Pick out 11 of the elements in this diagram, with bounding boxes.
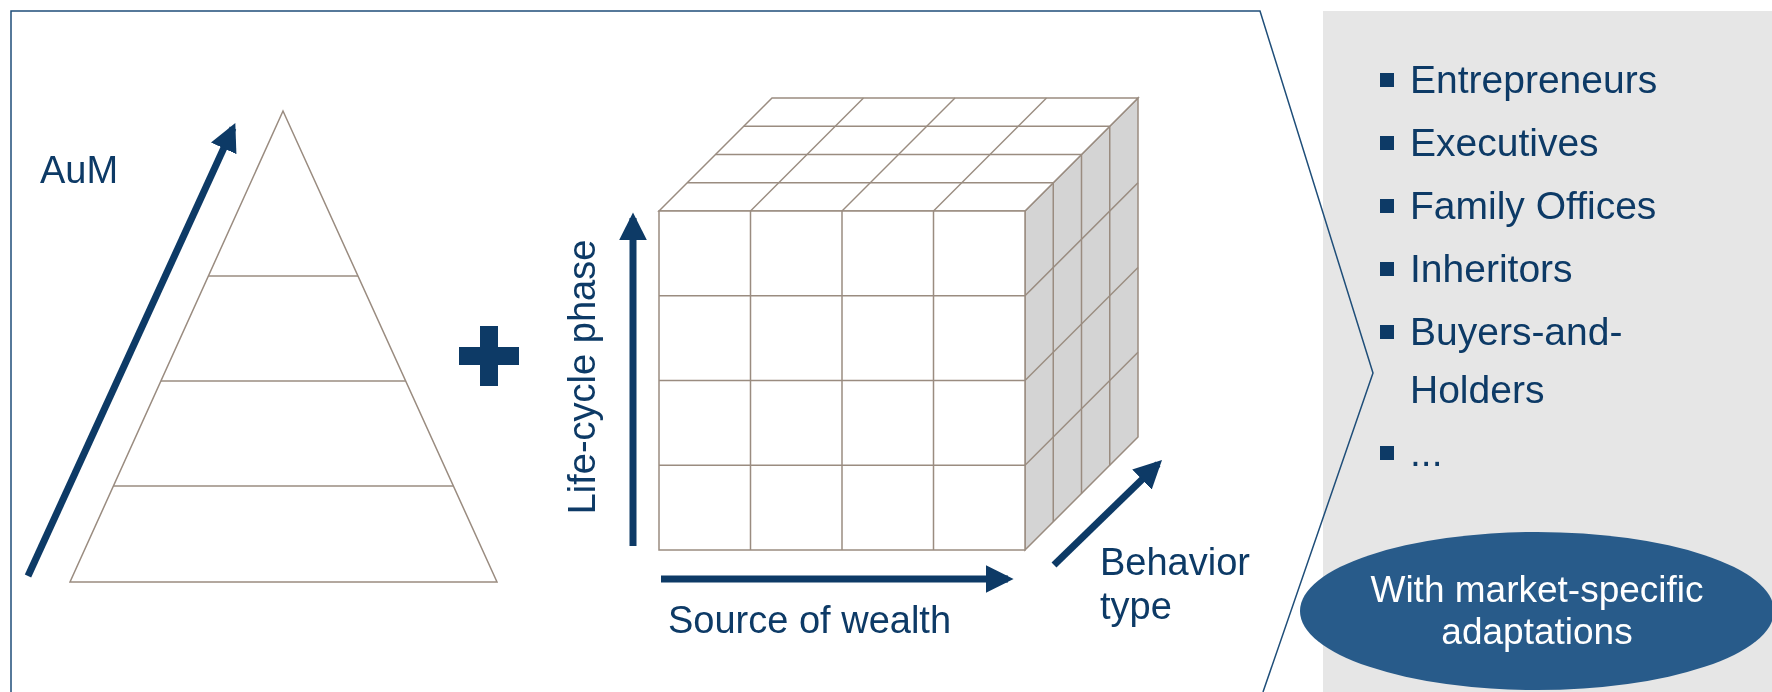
list-item: Inheritors bbox=[1410, 246, 1574, 292]
axis-label: Source of wealth bbox=[668, 598, 952, 642]
axis-label: Life-cycle phase bbox=[560, 239, 604, 515]
list-item: ... bbox=[1410, 430, 1444, 476]
list-item: Buyers-and-Holders bbox=[1410, 309, 1624, 413]
list-item: Entrepreneurs bbox=[1410, 57, 1659, 103]
list-item: Executives bbox=[1410, 120, 1600, 166]
axis-label: Behavior type bbox=[1100, 540, 1251, 628]
axis-label: AuM bbox=[40, 148, 119, 192]
badge-text: With market-specific adaptations bbox=[1369, 569, 1705, 653]
list-item: Family Offices bbox=[1410, 183, 1658, 229]
